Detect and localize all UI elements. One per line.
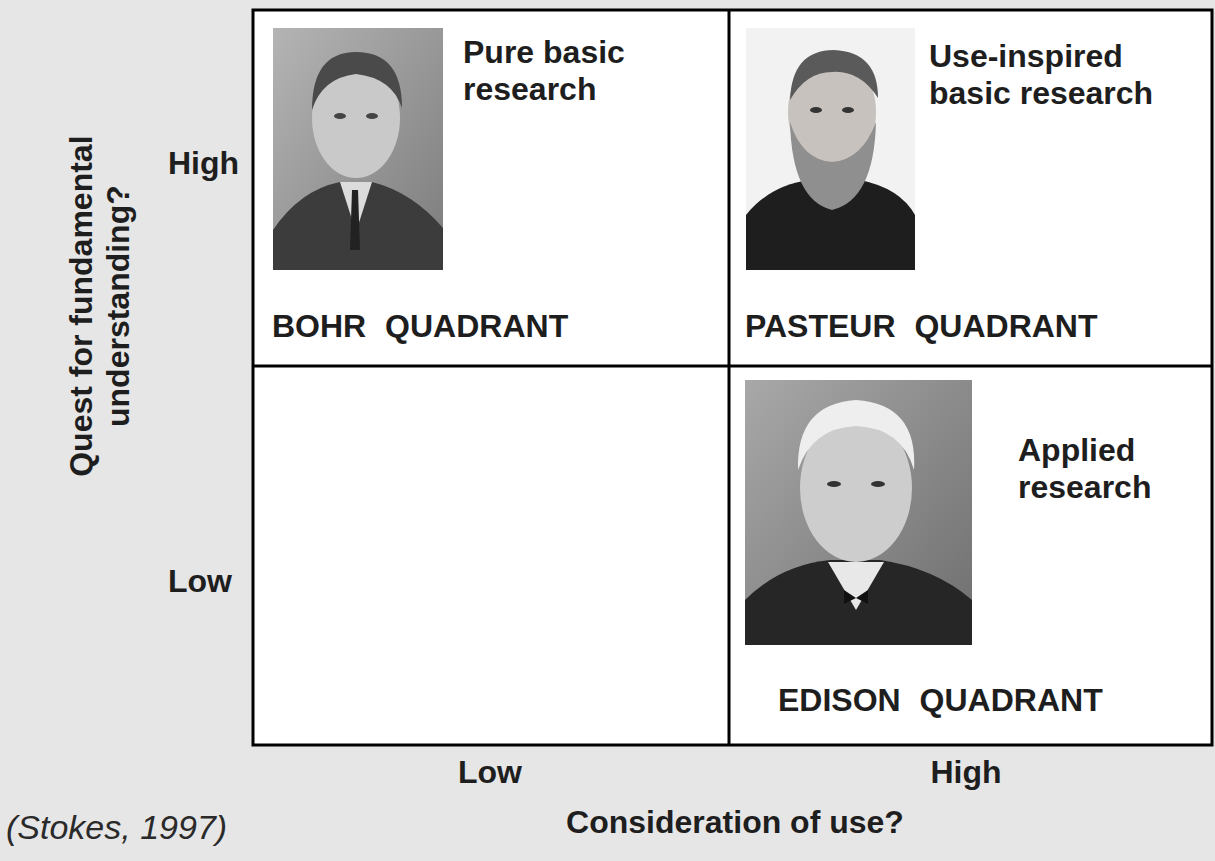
bohr-portrait [273,28,443,270]
photo-shirt [828,562,884,610]
photo-eye [334,113,346,119]
photo-tie [350,190,360,250]
axis-tick: Low [458,754,522,791]
axis-tick: Low [168,563,232,600]
grid-ground [253,10,1212,745]
citation: (Stokes, 1997) [6,808,227,847]
photo-hair [790,50,878,100]
photo-eye [842,107,854,113]
quadrant-name: EDISON QUADRANT [778,682,1203,719]
grid-divider [253,365,1212,368]
grid-border [253,10,1212,745]
photo-body [273,182,443,270]
grid-divider [728,10,731,745]
photo-frame [273,28,443,270]
axis-title: Consideration of use? [566,804,904,841]
quadrant-box: Use-inspired basic researchPASTEUR QUADR… [729,10,1212,366]
photo-eye [810,107,822,113]
axis-title: Quest for fundamental understanding? [63,96,137,516]
research-type: Pure basic research [463,34,683,108]
quadrant-name: BOHR QUADRANT [272,308,712,345]
photo-eye [827,481,841,487]
research-type: Use-inspired basic research [929,38,1204,112]
axis-tick: High [168,145,239,182]
pasteur-portrait [746,28,915,270]
photo-eye [871,481,885,487]
axis-tick: High [930,754,1001,791]
photo-frame [745,380,972,645]
quadrant-box: Applied researchEDISON QUADRANT [729,366,1212,745]
photo-body [745,560,972,645]
edison-portrait [745,380,972,645]
photo-frame [746,28,915,270]
photo-beard [790,122,876,210]
photo-bowtie [844,590,868,604]
quadrant-grid [253,10,1212,745]
quadrant-box: Pure basic researchBOHR QUADRANT [253,10,729,366]
photo-eye [366,113,378,119]
photo-hair [798,400,914,470]
quadrant-name: PASTEUR QUADRANT [745,308,1205,345]
research-type: Applied research [1018,432,1198,506]
photo-hair [312,52,402,110]
